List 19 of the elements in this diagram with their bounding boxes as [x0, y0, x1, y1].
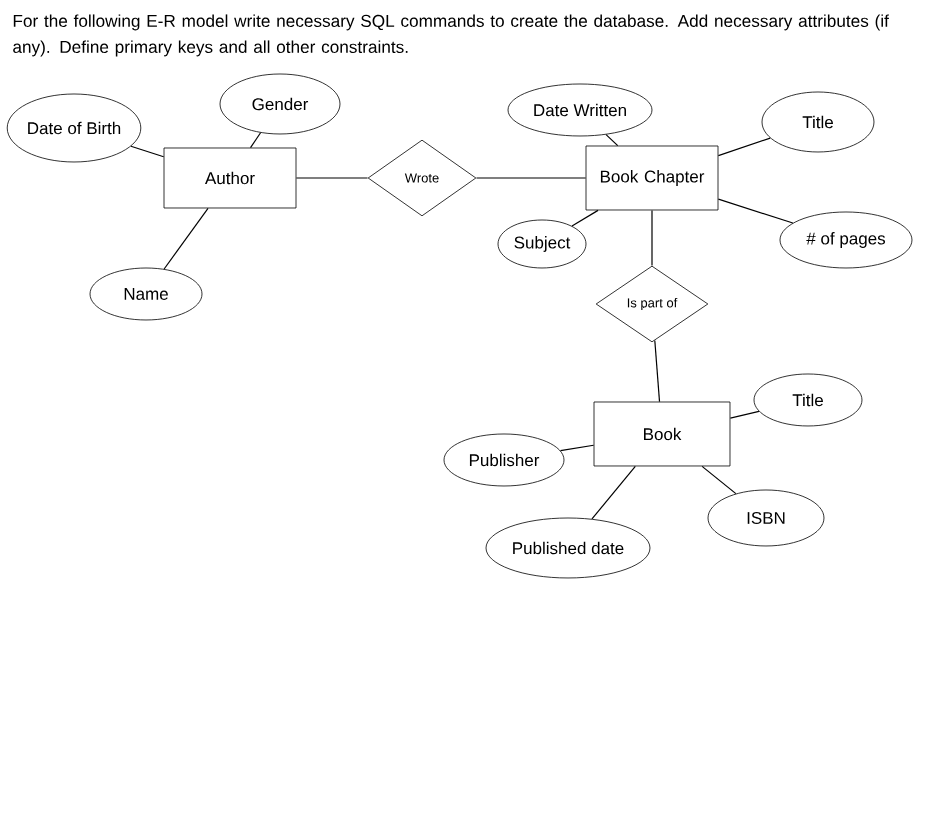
connector-line: [559, 444, 595, 452]
connector-line: [717, 137, 771, 157]
entity-box: Book Chapter: [585, 145, 719, 211]
connector-line: [729, 410, 760, 419]
connector-line: [591, 465, 636, 520]
connector-line: [651, 209, 653, 267]
connector-line: [130, 145, 165, 158]
entity-box: Author: [163, 147, 297, 209]
connector-line: [475, 177, 587, 179]
connector-line: [295, 177, 369, 179]
connector-line: [571, 209, 599, 227]
connector-line: [249, 132, 262, 149]
connector-line: [605, 134, 619, 147]
connector-line: [654, 339, 661, 403]
entity-box: Book: [593, 401, 731, 467]
connector-line: [701, 465, 737, 495]
connector-line: [717, 198, 794, 224]
connector-line: [163, 207, 209, 270]
instruction-text: For the following E-R model write necessary SQL commands to create the database. Add necessary attributes (if any). Define primary keys and all other constraints.: [13, 14, 889, 57]
